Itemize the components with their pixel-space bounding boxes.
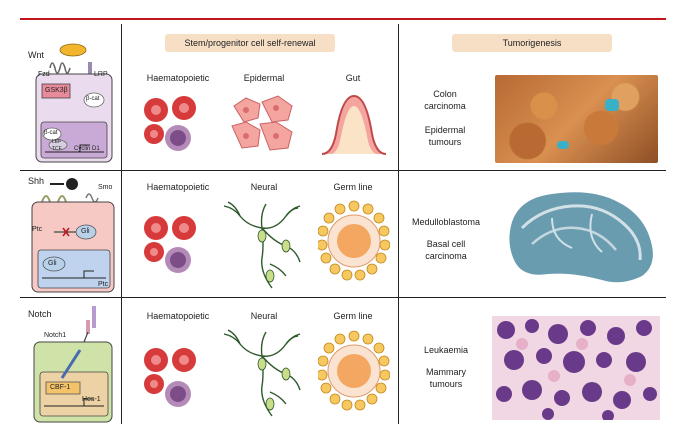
row1-tissue-gut: Gut — [345, 73, 361, 83]
wnt-label-tcf: TCF — [52, 146, 62, 152]
column-divider-1 — [121, 24, 122, 424]
notch-pathway-cell — [33, 306, 113, 423]
notch-label-cbf1: CBF-1 — [50, 384, 71, 391]
wnt-label-cyclin-d1: Cyclin D1 — [74, 146, 100, 152]
shh-label-smo: Smo — [98, 184, 113, 191]
shh-pathway-cell — [31, 178, 115, 293]
top-accent-line — [20, 18, 666, 20]
header-self-renewal: Stem/progenitor cell self-renewal — [165, 34, 335, 52]
row3-tumour-tumours: tumours — [429, 379, 463, 389]
row1-tumour-epidermal: Epidermal — [424, 125, 466, 135]
row3-neural-cells-image — [223, 329, 301, 417]
pathway-label-shh: Shh — [28, 176, 45, 186]
row3-blood-cells-image — [144, 348, 196, 407]
row2-tissue-germ-line: Germ line — [333, 182, 373, 192]
row2-tissue-haematopoietic: Haematopoietic — [146, 182, 210, 192]
wnt-label-gsk3: GSK3β — [45, 87, 68, 94]
row1-tumour-carcinoma: carcinoma — [424, 101, 466, 111]
row-divider-2 — [20, 297, 666, 298]
wnt-label-lrp: LRP — [94, 71, 108, 78]
row2-tumour-carcinoma: carcinoma — [425, 251, 467, 261]
shh-label-gli-1: Gli — [81, 228, 90, 235]
medulloblastoma-photo — [509, 192, 653, 283]
row1-epidermal-cells-image — [231, 95, 293, 151]
colon-carcinoma-photo — [495, 75, 658, 163]
row2-neural-cells-image — [223, 201, 301, 289]
wnt-label-lef: LEF — [52, 139, 62, 145]
row3-tissue-haematopoietic: Haematopoietic — [146, 311, 210, 321]
notch-label-hes1: Hes-1 — [82, 396, 101, 403]
wnt-label-beta-cat-2: β-cat — [44, 130, 58, 136]
row1-blood-cells-image — [144, 96, 196, 151]
notch-label-notch1: Notch1 — [44, 332, 67, 339]
shh-label-ptc-1: Ptc — [32, 226, 43, 233]
pathway-label-notch: Notch — [28, 309, 52, 319]
row3-tumour-mammary: Mammary — [426, 367, 466, 377]
row3-tumour-leukaemia: Leukaemia — [423, 345, 469, 355]
row2-tissue-neural: Neural — [250, 182, 278, 192]
row3-tissue-neural: Neural — [250, 311, 278, 321]
column-divider-2 — [398, 24, 399, 424]
pathway-label-wnt: Wnt — [28, 50, 45, 60]
shh-label-gli-2: Gli — [48, 260, 57, 267]
row2-tumour-medulloblastoma: Medulloblastoma — [411, 217, 481, 227]
row2-tumour-basal-cell: Basal cell — [426, 239, 466, 249]
header-tumorigenesis: Tumorigenesis — [452, 34, 612, 52]
row1-tumour-colon: Colon — [433, 89, 457, 99]
row1-gut-villus-image — [321, 94, 387, 155]
wnt-label-fzd: Fzd — [38, 71, 50, 78]
row1-tissue-epidermal: Epidermal — [243, 73, 285, 83]
row-divider-1 — [20, 170, 666, 171]
shh-label-ptc-2: Ptc — [98, 281, 109, 288]
row2-germ-line-image — [318, 200, 390, 281]
row1-tumour-tumours: tumours — [428, 137, 462, 147]
row3-germ-line-image — [318, 330, 390, 411]
wnt-label-beta-cat-1: β-cat — [86, 96, 100, 102]
row2-blood-cells-image — [144, 216, 196, 273]
row1-tissue-haematopoietic: Haematopoietic — [146, 73, 210, 83]
row3-tissue-germ-line: Germ line — [333, 311, 373, 321]
wnt-pathway-cell — [35, 43, 113, 163]
leukaemia-photo — [492, 316, 660, 420]
